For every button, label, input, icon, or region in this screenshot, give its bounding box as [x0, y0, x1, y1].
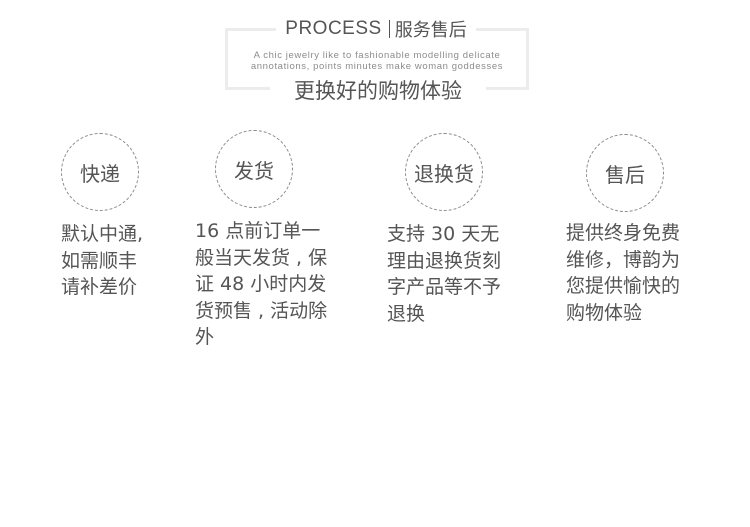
step-desc-after-sales: 提供终身免费 维修，博韵为 您提供愉快的 购物体验: [566, 220, 680, 326]
desc-line: 购物体验: [566, 301, 643, 324]
step-title-returns: 退换货: [414, 161, 474, 186]
desc-line: 退换: [387, 302, 426, 325]
step-title-express: 快递: [80, 161, 120, 186]
desc-line: 外: [195, 326, 215, 348]
desc-line: 理由退换货刻: [387, 249, 502, 272]
desc-line: 字产品等不予: [387, 276, 502, 298]
step-desc-shipping: 16 点前订单一 般当天发货 , 保 证 48 小时内发 货预售 , 活动除 外: [195, 218, 327, 351]
tagline-line-1: A chic jewelry like to fashionable model…: [253, 50, 501, 61]
desc-line: 证 48 小时内发: [195, 273, 327, 295]
desc-line: 般当天发货 , 保: [195, 246, 328, 269]
desc-line: 支持 30 天无: [387, 223, 500, 245]
step-circle-after-sales: 售后: [586, 134, 664, 212]
section-title: PROCESS 服务售后: [276, 16, 476, 42]
title-chinese: 服务售后: [394, 20, 467, 41]
desc-line: 请补差价: [61, 276, 138, 298]
title-english: PROCESS: [285, 18, 382, 39]
title-divider: [388, 20, 390, 38]
desc-line: 默认中通,: [61, 223, 144, 245]
desc-line: 16 点前订单一: [195, 220, 321, 242]
step-circle-express: 快递: [61, 133, 139, 211]
tagline-line-2: annotations, points minutes make woman g…: [250, 61, 504, 72]
step-desc-returns: 支持 30 天无 理由退换货刻 字产品等不予 退换: [387, 221, 501, 327]
step-title-shipping: 发货: [234, 158, 274, 183]
desc-line: 维修，博韵为: [566, 248, 681, 271]
desc-line: 提供终身免费: [566, 222, 681, 244]
step-circle-returns: 退换货: [405, 133, 483, 211]
step-desc-express: 默认中通, 如需顺丰 请补差价: [61, 221, 143, 301]
step-circle-shipping: 发货: [215, 130, 293, 208]
desc-line: 如需顺丰: [61, 249, 138, 272]
desc-line: 您提供愉快的: [566, 275, 681, 297]
step-title-after-sales: 售后: [605, 162, 645, 187]
desc-line: 货预售 , 活动除: [195, 299, 328, 322]
section-subtitle: 更换好的购物体验: [270, 76, 486, 106]
